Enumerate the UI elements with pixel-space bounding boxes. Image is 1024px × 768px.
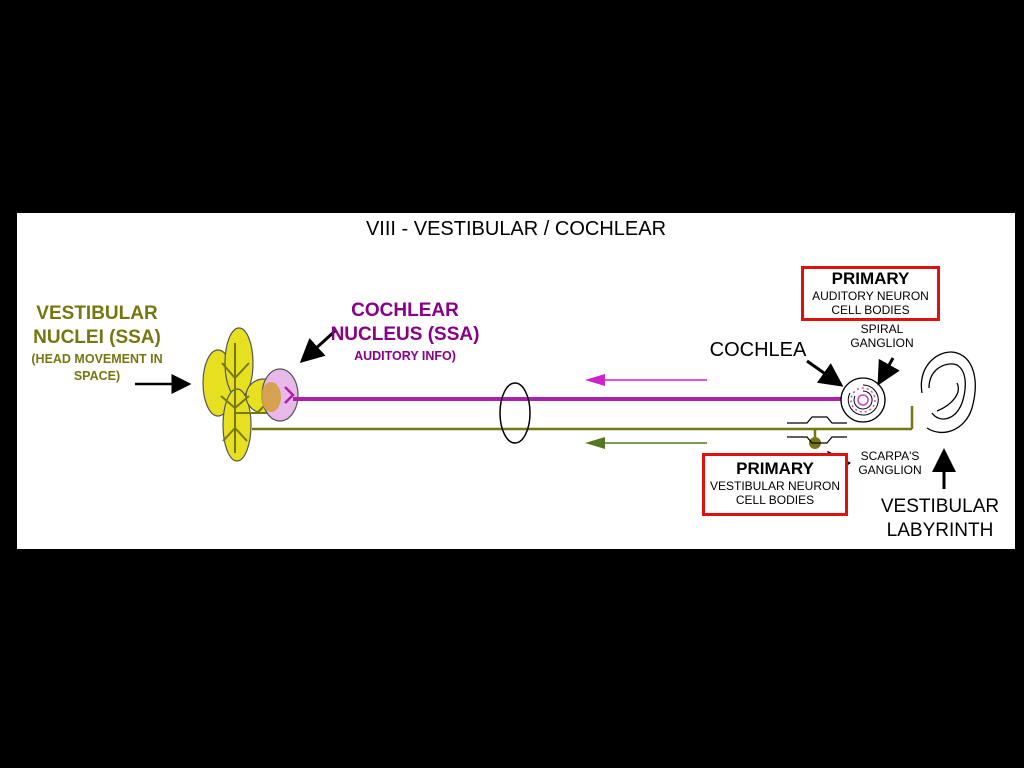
vestibular-direction-arrow — [585, 437, 707, 449]
primary-auditory-heading: PRIMARY — [831, 269, 910, 288]
primary-auditory-box: PRIMARY AUDITORY NEURON CELL BODIES — [801, 266, 940, 321]
cochlear-nucleus-label-line2: NUCLEUS (SSA) — [330, 324, 480, 345]
spiral-ganglion-label-line1: SPIRAL — [860, 322, 904, 336]
spiral-ganglion-pointer — [877, 357, 900, 386]
slide: VIII - VESTIBULAR / COCHLEAR VESTIBULAR … — [17, 213, 1015, 549]
vestibular-nuclei-label-line3: (HEAD MOVEMENT IN — [31, 352, 163, 366]
primary-vestibular-line1: VESTIBULAR NEURON — [709, 478, 841, 493]
cochlea-pointer — [806, 359, 844, 387]
primary-vestibular-box: PRIMARY VESTIBULAR NEURON CELL BODIES — [702, 453, 848, 516]
vestibular-labyrinth-label-line1: VESTIBULAR — [880, 496, 1000, 517]
cochlea-label: COCHLEA — [709, 339, 807, 361]
vestibular-nuclei-label-line2: NUCLEI (SSA) — [33, 327, 161, 348]
primary-vestibular-heading: PRIMARY — [736, 459, 814, 478]
primary-auditory-line1: AUDITORY NEURON — [812, 288, 929, 303]
vestibular-labyrinth-label-line2: LABYRINTH — [886, 520, 994, 541]
pathway-diagram — [135, 327, 976, 489]
scarpas-ganglion-label-line1: SCARPA'S — [860, 449, 920, 463]
vestibular-labyrinth-shape — [920, 351, 976, 434]
cochlear-direction-arrow — [585, 374, 707, 386]
nerve-sheath — [499, 382, 531, 444]
temporal-bone-outline — [787, 416, 847, 444]
cochlear-nucleus-label-line3: AUDITORY INFO) — [354, 349, 456, 363]
cochlear-nucleus-pointer — [299, 329, 337, 364]
diagram-title: VIII - VESTIBULAR / COCHLEAR — [365, 218, 667, 240]
spiral-ganglion-label-line2: GANGLION — [850, 336, 914, 350]
primary-vestibular-line2: CELL BODIES — [735, 492, 815, 507]
scarpas-ganglion-label-line2: GANGLION — [858, 463, 922, 477]
cochlear-nucleus-label-line1: COCHLEAR — [351, 300, 459, 321]
primary-auditory-line2: CELL BODIES — [831, 302, 910, 317]
cochlear-nerve — [293, 392, 866, 406]
cochlear-nucleus-shape — [261, 368, 299, 422]
vestibular-nuclei-label-line1: VESTIBULAR — [36, 303, 158, 324]
cochlea-shape — [840, 377, 886, 423]
vestibular-nuclei-label-line4: SPACE) — [73, 369, 121, 383]
